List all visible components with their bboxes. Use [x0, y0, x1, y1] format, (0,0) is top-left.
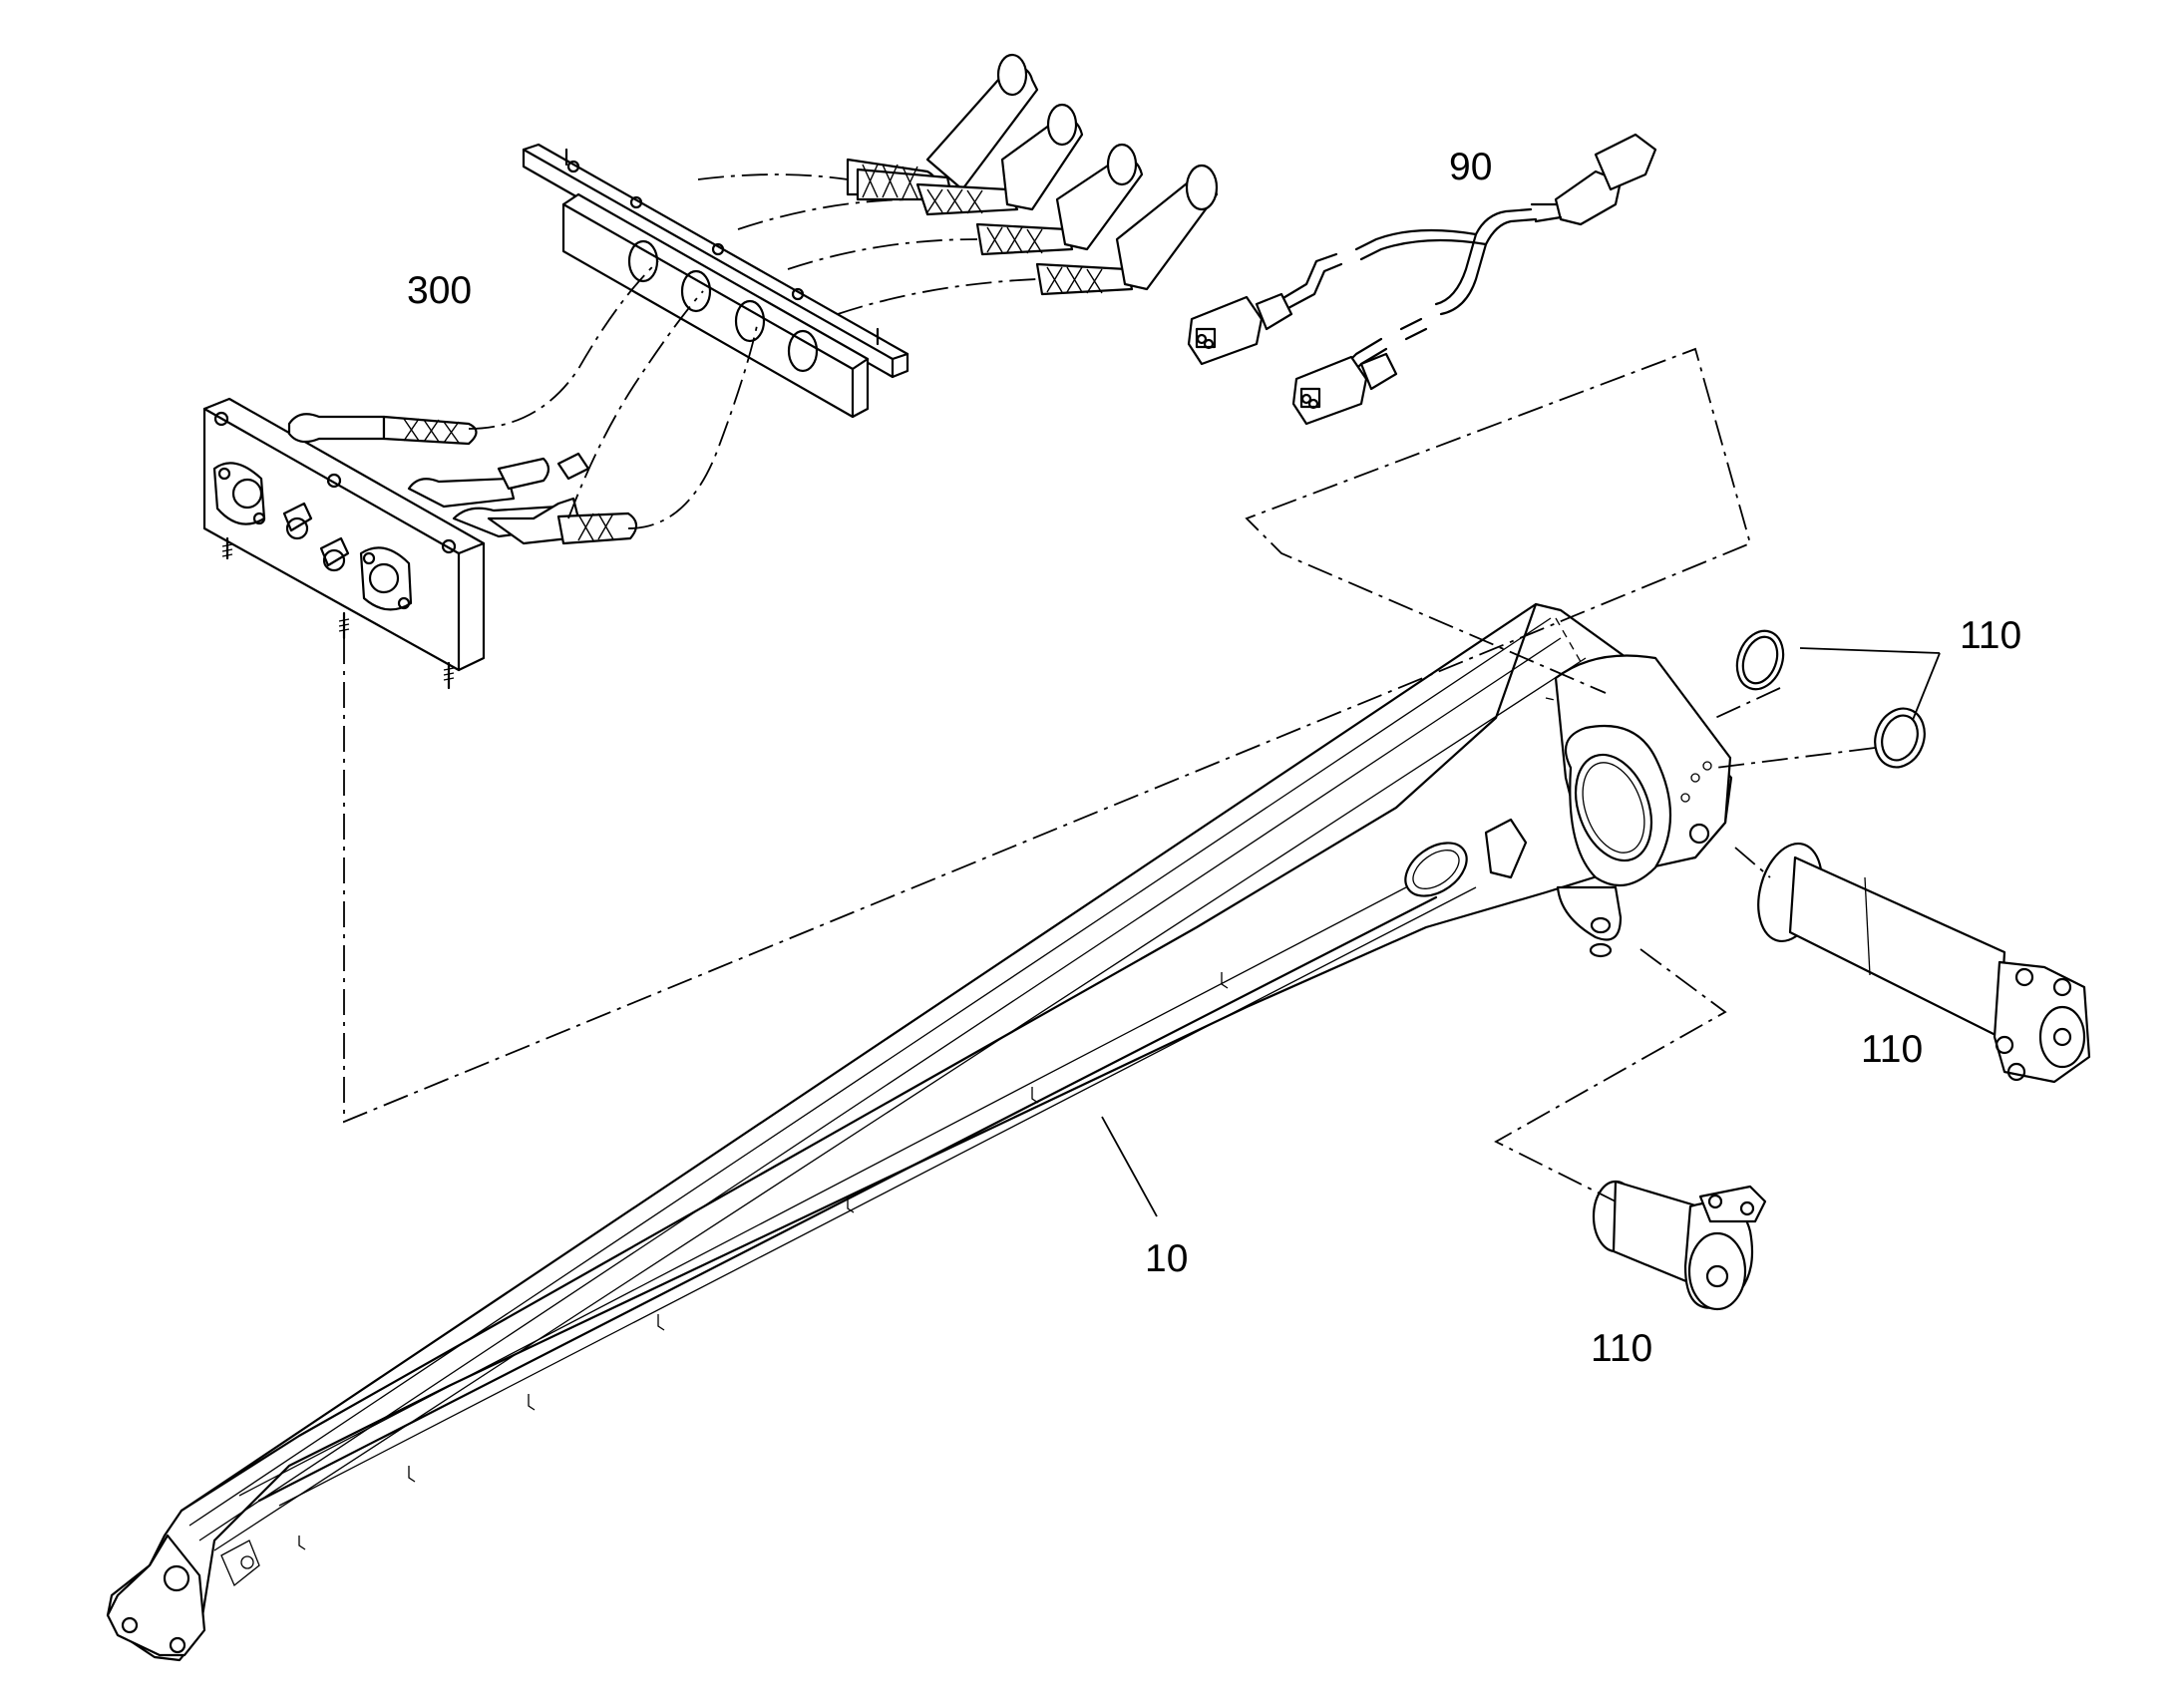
boom-arm-tip [106, 1534, 260, 1657]
leader-10 [1101, 1116, 1158, 1217]
callout-10: 10 [1145, 1237, 1188, 1280]
callout-labels: 300 90 110 110 10 110 [407, 146, 2021, 1370]
boom-arm-body [106, 602, 1733, 1662]
retaining-rings [1735, 629, 1926, 769]
boom-arm-side-window [1404, 818, 1528, 897]
boom-arm-clips [298, 972, 1229, 1550]
callout-110-rings: 110 [1960, 614, 2021, 657]
leader-110-rings-a [1799, 647, 1941, 654]
cable-harness [1187, 133, 1657, 426]
callout-90: 90 [1449, 146, 1492, 188]
hose-fitting-3 [975, 143, 1144, 256]
callout-110-pin-small: 110 [1591, 1327, 1652, 1370]
valve-block-hoses [287, 413, 638, 545]
hose-fitting-2 [915, 103, 1084, 216]
hose-clamp-bar [522, 143, 909, 419]
leader-110-rings-b [1912, 652, 1941, 721]
retaining-ring-upper [1735, 629, 1785, 691]
hose-fittings [846, 53, 1219, 296]
callout-300: 300 [407, 269, 472, 312]
pin-large [1757, 842, 2091, 1084]
valve-block [202, 397, 638, 690]
assembly-lines [343, 173, 1876, 1202]
boom-arm-top-edge [180, 602, 1538, 1513]
pin-small [1592, 1180, 1767, 1311]
callout-110-pin-large: 110 [1861, 1028, 1923, 1071]
retaining-ring-lower [1874, 707, 1926, 769]
boom-arm [106, 602, 1733, 1662]
hose-fitting-4 [1035, 164, 1219, 296]
callout-leaders [1101, 647, 1941, 1217]
boom-arm-head [1554, 654, 1732, 958]
assembly-box-line [343, 347, 1752, 1124]
